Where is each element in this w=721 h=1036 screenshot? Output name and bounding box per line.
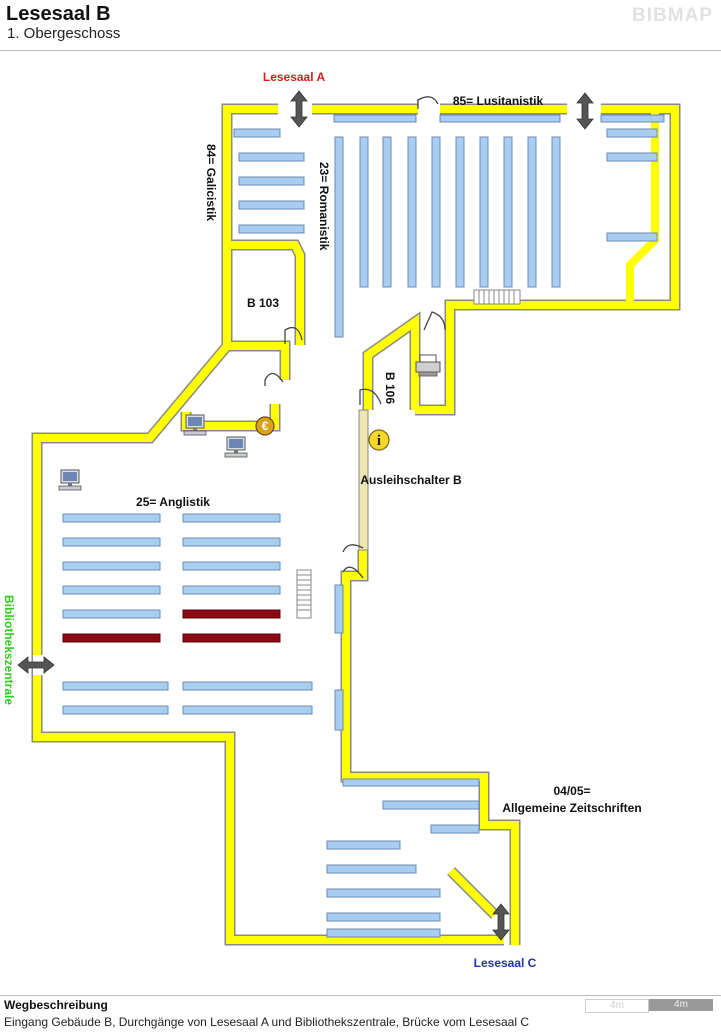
shelf: [382, 136, 392, 288]
info-icon[interactable]: i: [368, 429, 390, 451]
shelf: [334, 689, 344, 731]
route-description: Eingang Gebäude B, Durchgänge von Lesesa…: [4, 1015, 529, 1029]
printer-icon: [415, 354, 441, 377]
shelf: [326, 864, 417, 874]
shelf: [600, 114, 665, 123]
label-room-b103: B 103: [247, 296, 279, 310]
shelf: [238, 152, 305, 162]
label-romanistik: 23= Romanistik: [317, 162, 331, 251]
special-shelf: [182, 633, 281, 643]
shelf: [431, 136, 441, 288]
shelf: [62, 609, 161, 619]
stairs-icon: [296, 569, 312, 619]
shelf: [479, 136, 489, 288]
shelf: [182, 705, 313, 715]
shelf: [439, 114, 561, 123]
shelf: [238, 200, 305, 210]
shelf: [326, 912, 441, 922]
header: Lesesaal B 1. Obergeschoss BIBMAP: [0, 0, 721, 51]
scale-segment: 4m: [585, 999, 649, 1013]
door-icon: [264, 96, 446, 579]
shelf: [407, 136, 417, 288]
shelf: [527, 136, 537, 288]
shelves: [62, 114, 665, 938]
shelf: [326, 888, 441, 898]
special-shelf: [182, 609, 281, 619]
shelf: [430, 824, 480, 834]
shelf: [326, 928, 441, 938]
computer-icon: [183, 414, 207, 436]
route-title: Wegbeschreibung: [4, 998, 108, 1012]
passage-arrow-icon[interactable]: [290, 90, 308, 128]
svg-text:€: €: [262, 419, 269, 433]
shelf: [606, 152, 658, 162]
passage-arrow-icon[interactable]: [576, 92, 594, 130]
floor-subtitle: 1. Obergeschoss: [7, 25, 121, 42]
label-bibliothekszentrale: Bibliothekszentrale: [2, 595, 16, 705]
shelf: [551, 136, 561, 288]
euro-icon: €: [255, 416, 275, 436]
label-ausleihschalter: Ausleihschalter B: [360, 473, 462, 487]
computer-icon: [224, 436, 248, 458]
floor-plan-map: i € Lesesaal A 85= Lusitanistik 84= Gali…: [2, 70, 681, 970]
label-anglistik: 25= Anglistik: [136, 495, 210, 509]
label-lesesaal-c: Lesesaal C: [474, 956, 537, 970]
shelf: [62, 681, 169, 691]
shelf: [62, 585, 161, 595]
label-lusitanistik: 85= Lusitanistik: [453, 94, 544, 108]
building-walls: [31, 103, 681, 946]
shelf: [238, 224, 305, 234]
shelf: [182, 513, 281, 523]
shelf: [182, 585, 281, 595]
label-zeitschriften-code: 04/05=: [553, 784, 590, 798]
shelf: [182, 537, 281, 547]
shelf: [606, 128, 658, 138]
loan-counter: [358, 409, 369, 551]
shelf: [333, 114, 417, 123]
shelf: [606, 232, 658, 242]
passage-arrow-icon[interactable]: [17, 656, 55, 674]
page-title: Lesesaal B: [6, 3, 111, 25]
label-galicistik: 84= Galicistik: [204, 144, 218, 221]
shelf: [182, 681, 313, 691]
shelf: [182, 561, 281, 571]
label-room-b106: B 106: [383, 372, 397, 404]
shelf: [233, 128, 281, 138]
shelf: [62, 513, 161, 523]
shelf: [238, 176, 305, 186]
shelf: [62, 537, 161, 547]
shelf: [326, 840, 401, 850]
special-shelf: [62, 633, 161, 643]
scale-segment: 4m: [649, 999, 713, 1011]
shelf: [359, 136, 369, 288]
passage-arrow-icon[interactable]: [492, 903, 510, 941]
stairs-icon: [473, 289, 521, 305]
shelf: [382, 800, 480, 810]
shelf: [62, 561, 161, 571]
shelf: [334, 584, 344, 634]
shelf: [334, 136, 344, 338]
shelf: [62, 705, 169, 715]
computer-icon: [58, 469, 82, 491]
shelf: [342, 778, 480, 787]
scale-bar: 4m 4m: [585, 999, 713, 1013]
svg-text:i: i: [377, 433, 381, 449]
brand-logo: BIBMAP: [632, 5, 713, 26]
label-lesesaal-a: Lesesaal A: [263, 70, 326, 84]
shelf: [455, 136, 465, 288]
label-zeitschriften: Allgemeine Zeitschriften: [502, 801, 641, 815]
footer: Wegbeschreibung Eingang Gebäude B, Durch…: [0, 995, 721, 1036]
shelf: [503, 136, 513, 288]
